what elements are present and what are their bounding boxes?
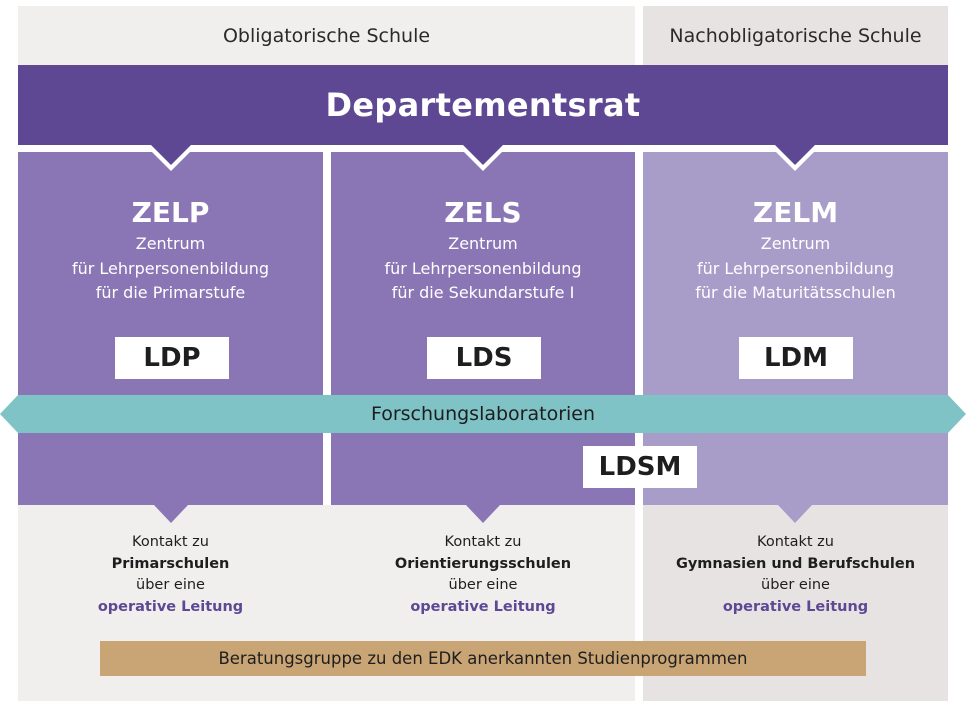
- column-title: ZELM: [752, 196, 839, 229]
- contact-primarschulen: Kontakt zu Primarschulen über eine opera…: [18, 532, 323, 618]
- subtitle-line: für Lehrpersonenbildung: [384, 258, 582, 278]
- column-title: ZELP: [131, 196, 210, 229]
- header-obligatory: Obligatorische Schule: [18, 6, 635, 65]
- contact-via: über eine: [136, 577, 205, 593]
- banner-arrow-2: [463, 145, 503, 165]
- subtitle-line: für Lehrpersonenbildung: [71, 258, 270, 278]
- contact-intro: Kontakt zu: [757, 534, 834, 550]
- contact-orientierungsschulen: Kontakt zu Orientierungsschulen über ein…: [331, 532, 635, 618]
- banner-arrow-1: [151, 145, 191, 165]
- column-subtitle: Zentrum für Lehrpersonenbildung für die …: [643, 232, 948, 306]
- contact-gymnasien: Kontakt zu Gymnasien und Berufschulen üb…: [643, 532, 948, 618]
- subtitle-line: für Lehrpersonenbildung: [696, 258, 895, 278]
- label-lds: LDS: [427, 337, 541, 379]
- label-ldm: LDM: [739, 337, 853, 379]
- contact-target: Orientierungsschulen: [394, 555, 572, 572]
- header-postobligatory-label: Nachobligatorische Schule: [669, 24, 922, 47]
- column-subtitle: Zentrum für Lehrpersonenbildung für die …: [18, 232, 323, 306]
- subtitle-line: Zentrum: [448, 234, 518, 253]
- research-band: Forschungslaboratorien: [0, 395, 966, 433]
- label-ldsm: LDSM: [583, 446, 697, 488]
- research-band-arrow-shape: [0, 395, 966, 433]
- column-zelp: ZELP Zentrum für Lehrpersonenbildung für…: [18, 152, 323, 505]
- label-ldp: LDP: [115, 337, 229, 379]
- research-band-label: Forschungslaboratorien: [370, 403, 596, 425]
- departementsrat-banner: Departementsrat: [18, 65, 948, 145]
- advisory-group-label: Beratungsgruppe zu den EDK anerkannten S…: [218, 649, 748, 668]
- header-postobligatory: Nachobligatorische Schule: [643, 6, 948, 65]
- column-title: ZELS: [444, 196, 522, 229]
- contact-operative-lead: operative Leitung: [410, 598, 556, 615]
- column-subtitle: Zentrum für Lehrpersonenbildung für die …: [331, 232, 635, 306]
- column-down-arrow-3: [778, 505, 812, 523]
- column-down-arrow-2: [466, 505, 500, 523]
- contact-operative-lead: operative Leitung: [722, 598, 869, 615]
- contact-target: Primarschulen: [111, 555, 230, 572]
- column-down-arrow-1: [154, 505, 188, 523]
- advisory-group-bar: Beratungsgruppe zu den EDK anerkannten S…: [100, 641, 866, 676]
- subtitle-line: Zentrum: [760, 234, 831, 253]
- contact-intro: Kontakt zu: [444, 534, 522, 550]
- contact-via: über eine: [448, 577, 518, 593]
- banner-arrow-3: [775, 145, 815, 165]
- subtitle-line: für die Sekundarstufe I: [391, 283, 575, 302]
- departementsrat-title: Departementsrat: [325, 86, 641, 124]
- subtitle-line: Zentrum: [135, 234, 206, 253]
- contact-via: über eine: [761, 577, 830, 593]
- contact-intro: Kontakt zu: [132, 534, 209, 550]
- header-obligatory-label: Obligatorische Schule: [222, 24, 431, 47]
- subtitle-line: für die Primarstufe: [95, 283, 246, 302]
- contact-operative-lead: operative Leitung: [97, 598, 244, 615]
- subtitle-line: für die Maturitätsschulen: [695, 283, 896, 302]
- contact-target: Gymnasien und Berufschulen: [675, 555, 916, 572]
